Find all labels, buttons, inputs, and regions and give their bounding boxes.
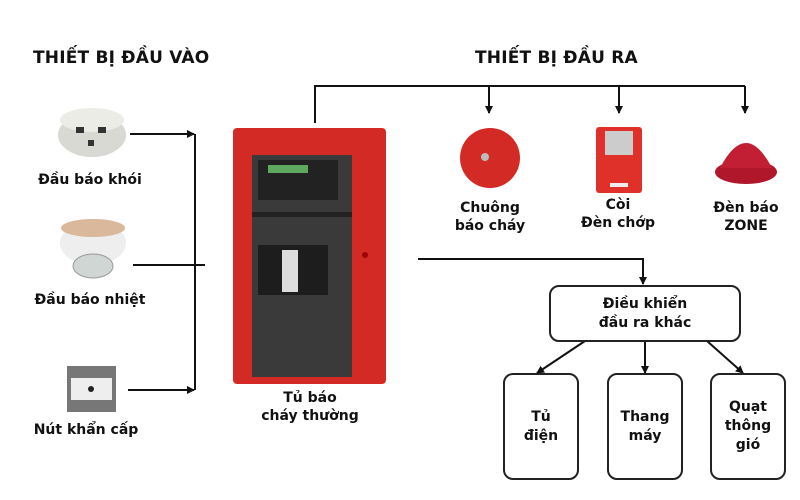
bell-label-line2: báo cháy <box>454 218 526 234</box>
strobe-label-line2: Đèn chớp <box>581 215 655 231</box>
output-devices-heading: THIẾT BỊ ĐẦU RA <box>475 48 638 68</box>
panel-label-line2: cháy thường <box>261 408 359 424</box>
other-output-control-box: Điều khiển đầu ra khác <box>549 285 741 342</box>
smoke-detector-icon <box>58 108 126 157</box>
zone-label: Đèn báo ZONE <box>686 199 800 235</box>
elevator-box: Thang máy <box>607 373 683 480</box>
input-devices-heading: THIẾT BỊ ĐẦU VÀO <box>33 48 210 68</box>
zone-label-line1: Đèn báo <box>713 200 779 216</box>
strobe-label-line1: Còi <box>605 197 631 213</box>
emergency-button-icon <box>67 366 116 412</box>
ventilation-fan-label: Quạt thông gió <box>724 399 772 453</box>
elevator-label: Thang máy <box>620 408 670 444</box>
bell-label-line1: Chuông <box>460 200 520 216</box>
panel-label-line1: Tủ báo <box>283 390 337 406</box>
smoke-detector-label: Đầu báo khói <box>38 172 142 188</box>
ventilation-fan-box: Quạt thông gió <box>710 373 786 480</box>
fire-bell-icon <box>460 128 520 188</box>
heat-detector-label: Đầu báo nhiệt <box>34 292 146 308</box>
horn-strobe-icon <box>596 127 642 193</box>
other-output-control-label: Điều khiển đầu ra khác <box>598 295 692 331</box>
panel-label: Tủ báo cháy thường <box>240 389 380 425</box>
electrical-cabinet-label: Tủ điện <box>523 408 559 444</box>
zone-label-line2: ZONE <box>724 218 768 234</box>
electrical-cabinet-box: Tủ điện <box>503 373 579 480</box>
emergency-button-label: Nút khẩn cấp <box>33 422 139 438</box>
bell-label: Chuông báo cháy <box>430 199 550 235</box>
zone-light-icon <box>715 143 777 184</box>
heat-detector-icon <box>60 219 126 279</box>
strobe-label: Còi Đèn chớp <box>558 196 678 232</box>
fire-alarm-panel-icon <box>233 128 386 384</box>
